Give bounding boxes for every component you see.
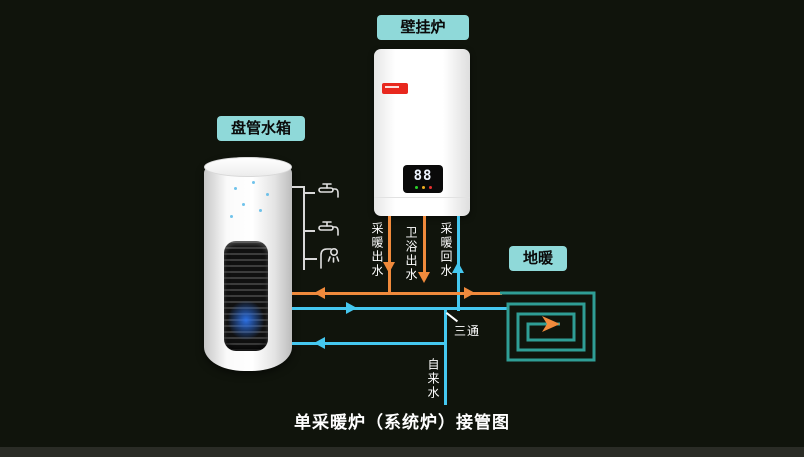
pipe-bath-outlet-vertical: [423, 216, 426, 274]
floor-heating-label-tag: 地暖: [509, 246, 567, 271]
faucet-icon: [314, 220, 340, 240]
flow-arrow-right-icon: [464, 287, 475, 299]
display-digits: 88: [413, 168, 433, 184]
label-heating-return: 采暖回水: [439, 222, 453, 278]
shower-icon: [318, 246, 342, 270]
faucet-icon: [314, 182, 340, 202]
fixture-stub-line: [305, 230, 315, 232]
fixture-riser-line: [303, 186, 305, 270]
display-indicator-dots: [414, 186, 432, 189]
pipe-heating-supply-vertical: [388, 216, 391, 295]
label-tee: 三通: [454, 324, 481, 338]
floor-heating-coil: [500, 276, 600, 369]
diagram-title: 单采暖炉（系统炉）接管图: [294, 413, 510, 432]
tee-pointer-line: [446, 312, 459, 322]
flow-arrow-left-icon: [314, 287, 325, 299]
fixture-stub-line: [305, 258, 317, 260]
brand-logo: [382, 83, 408, 94]
floor-strip: [0, 447, 804, 457]
tank-label-tag: 盘管水箱: [217, 116, 305, 141]
coil-water-tank: [204, 157, 292, 371]
tank-coil-window: [224, 241, 268, 351]
flow-arrow-right-icon: [346, 302, 357, 314]
coil-center-arrow-icon: [542, 316, 560, 332]
boiler-display: 88: [403, 165, 443, 193]
pipe-heating-supply-horizontal: [292, 292, 502, 295]
flow-arrow-left-icon: [314, 337, 325, 349]
flow-arrow-down-icon: [383, 262, 395, 273]
pipe-heating-return-horizontal: [292, 307, 508, 310]
fixture-branch-line: [292, 186, 304, 188]
label-bath-outlet: 卫浴出水: [404, 226, 418, 282]
label-tap-water: 自来水: [426, 358, 440, 400]
flow-arrow-down-icon: [418, 272, 430, 283]
tank-top-cap: [204, 157, 292, 177]
label-heating-supply: 采暖出水: [370, 222, 384, 278]
boiler-panel-seam: [374, 197, 470, 198]
flow-arrow-up-icon: [452, 262, 464, 273]
pipe-tap-water-vertical: [444, 310, 447, 405]
wall-hung-boiler: 88: [374, 49, 470, 216]
boiler-label-tag: 壁挂炉: [377, 15, 469, 40]
pipe-tap-water-horizontal: [292, 342, 447, 345]
fixture-stub-line: [305, 192, 315, 194]
